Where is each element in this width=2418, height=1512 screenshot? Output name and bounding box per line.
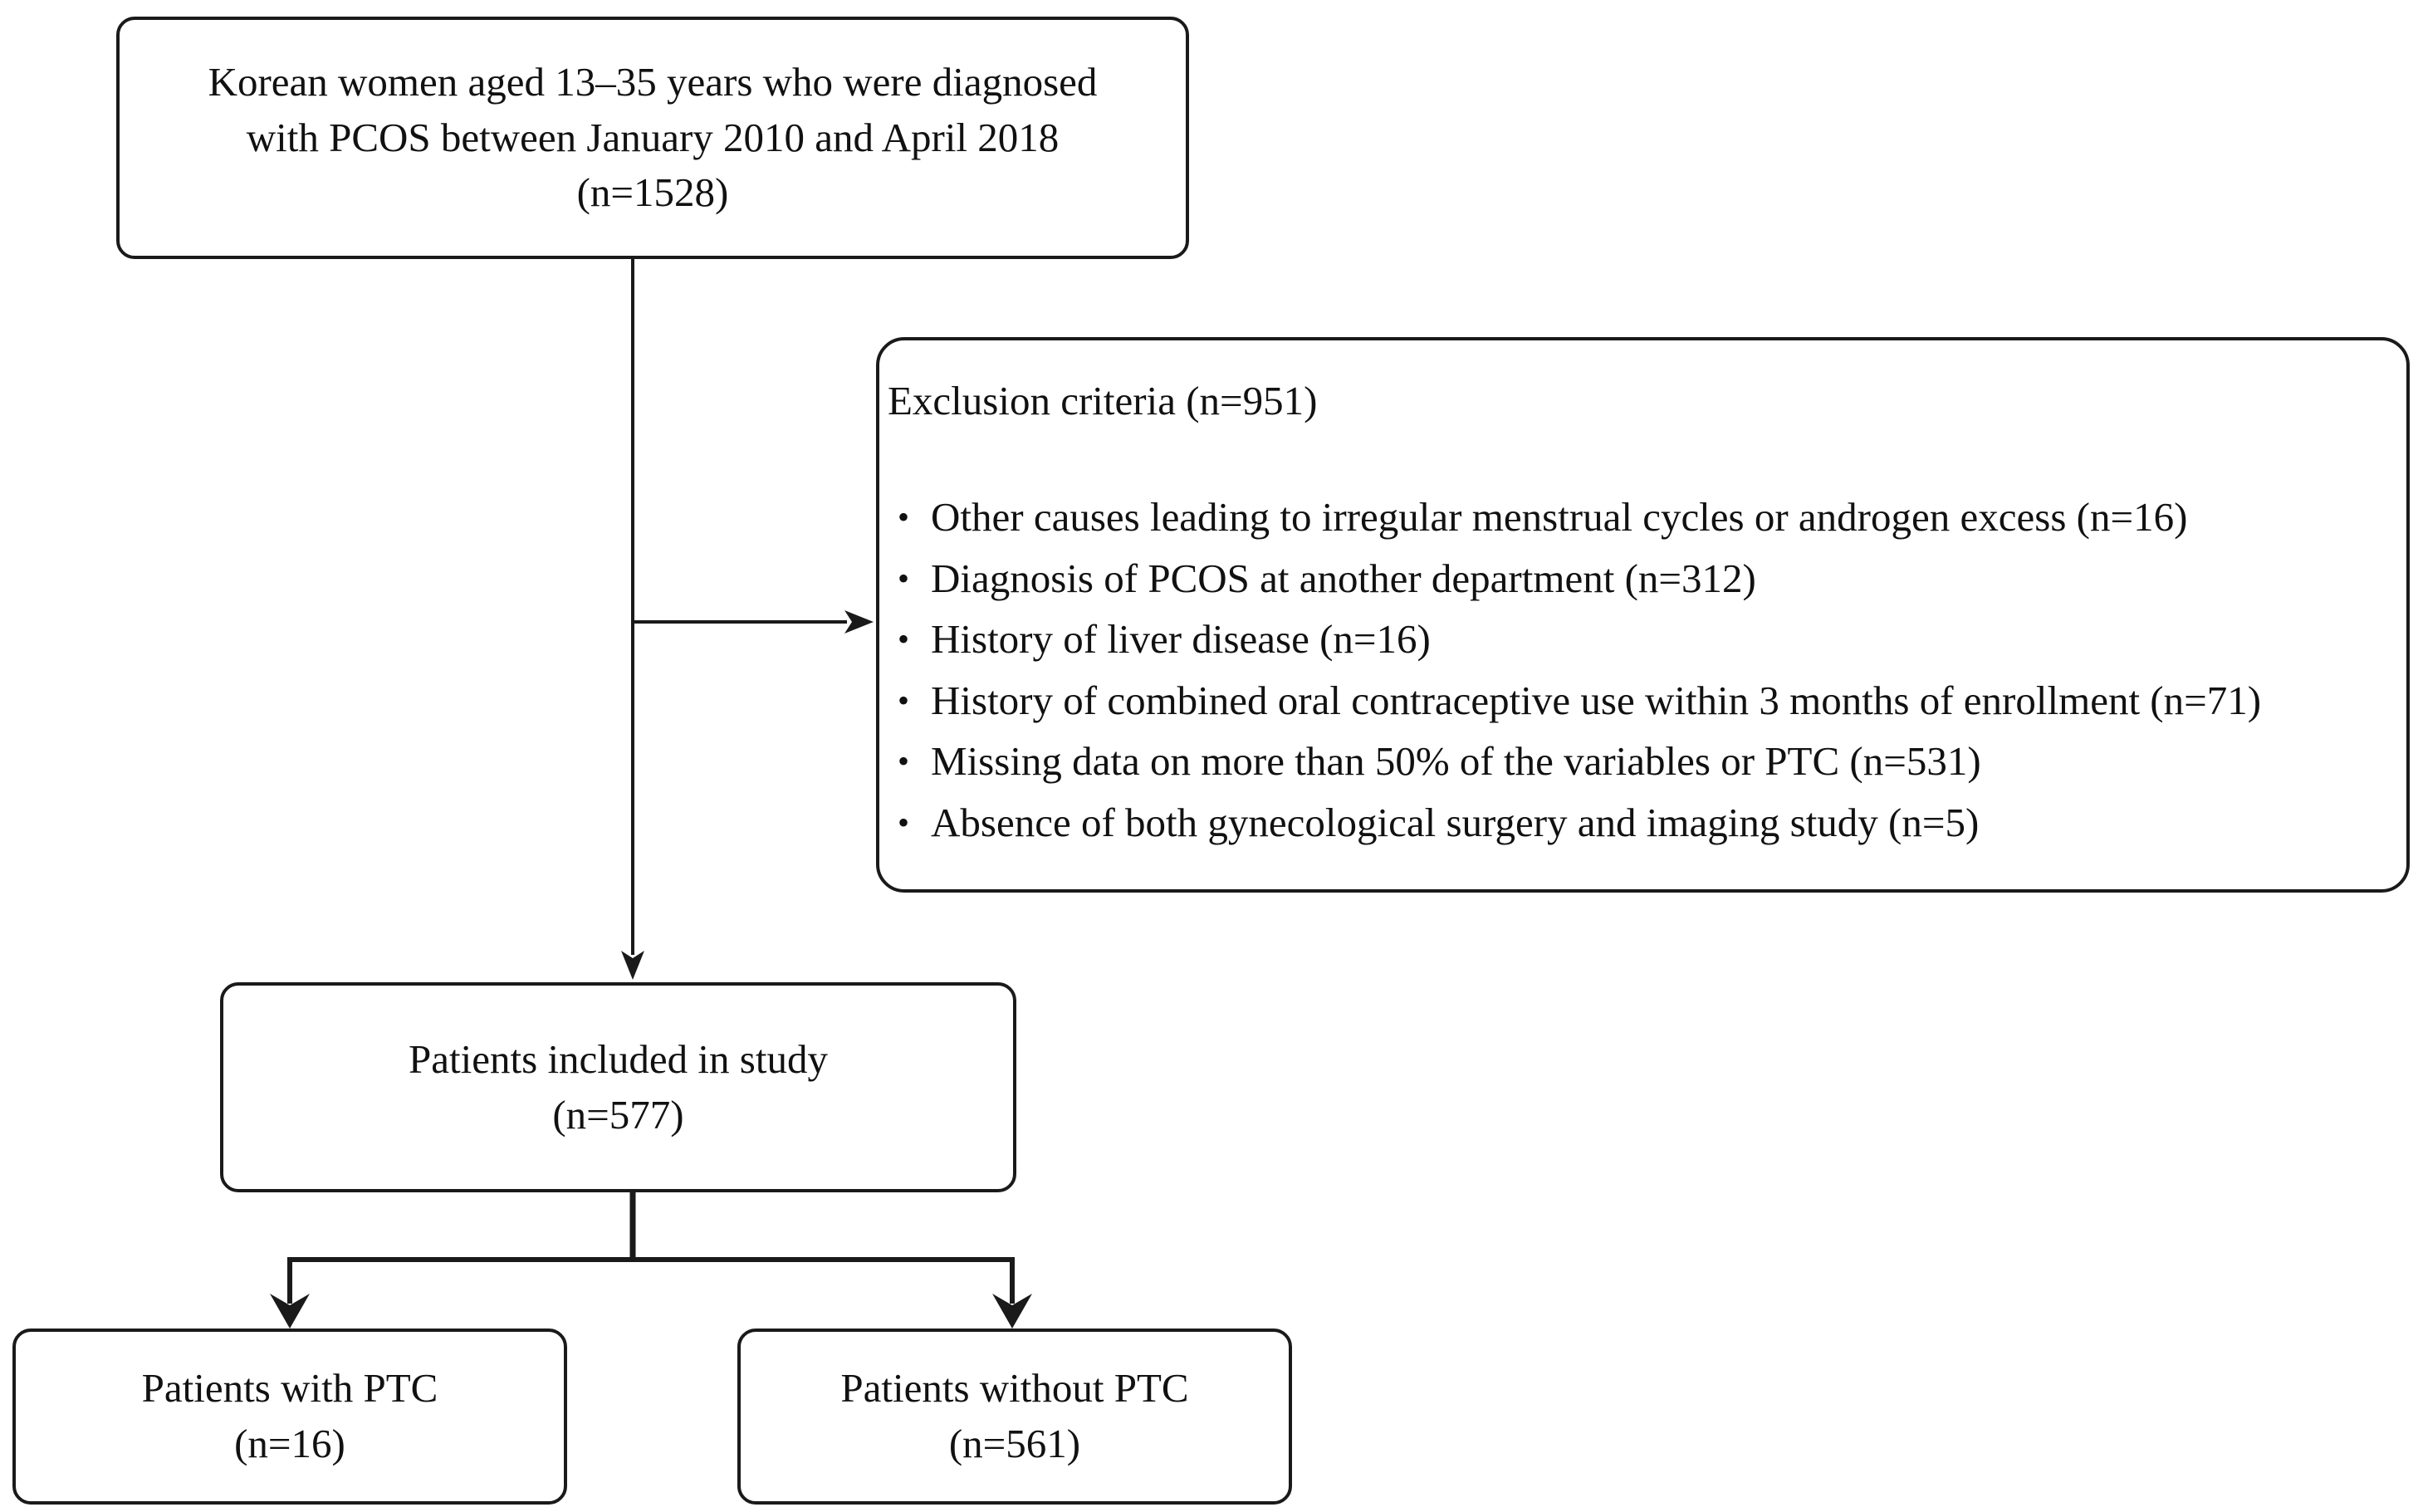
patients-with-ptc-count: (n=16) <box>234 1421 345 1466</box>
patients-without-ptc-box: Patients without PTC (n=561) <box>737 1329 1292 1505</box>
included-patients-box: Patients included in study (n=577) <box>220 982 1016 1192</box>
patients-with-ptc-box: Patients with PTC (n=16) <box>12 1329 567 1505</box>
exclusion-item-label: History of combined oral contraceptive u… <box>931 677 2262 723</box>
included-patients-label: Patients included in study <box>409 1035 828 1082</box>
initial-population-line1: Korean women aged 13–35 years who were d… <box>208 59 1098 105</box>
patients-with-ptc-label: Patients with PTC <box>141 1365 438 1412</box>
exclusion-item-label: History of liver disease (n=16) <box>931 616 1431 662</box>
patients-without-ptc-label: Patients without PTC <box>840 1365 1189 1412</box>
bullet-icon: • <box>898 498 910 536</box>
exclusion-item: • History of liver disease (n=16) <box>898 609 2261 670</box>
included-patients-count: (n=577) <box>552 1091 684 1138</box>
initial-population-count: (n=1528) <box>576 169 729 216</box>
initial-population-box: Korean women aged 13–35 years who were d… <box>116 17 1189 259</box>
arrow-to-without-ptc <box>992 1294 1032 1329</box>
initial-population-line2: with PCOS between January 2010 and April… <box>246 114 1060 160</box>
exclusion-criteria-list: • Other causes leading to irregular menst… <box>898 487 2261 853</box>
exclusion-item: • Absence of both gynecological surgery a… <box>898 792 2261 854</box>
exclusion-item: • Other causes leading to irregular menst… <box>898 487 2261 548</box>
exclusion-item-label: Diagnosis of PCOS at another department … <box>931 555 1756 601</box>
bullet-icon: • <box>898 620 910 658</box>
arrow-to-with-ptc <box>270 1294 310 1329</box>
exclusion-item: • Diagnosis of PCOS at another department… <box>898 548 2261 609</box>
bullet-icon: • <box>898 742 910 780</box>
bullet-icon: • <box>898 559 910 597</box>
exclusion-item: • History of combined oral contraceptive … <box>898 670 2261 732</box>
exclusion-item-label: Absence of both gynecological surgery an… <box>931 799 1980 845</box>
exclusion-item-label: Missing data on more than 50% of the var… <box>931 738 1981 784</box>
bullet-icon: • <box>898 681 910 719</box>
exclusion-criteria-title: Exclusion criteria (n=951) <box>888 378 1318 423</box>
arrow-to-included <box>621 951 644 980</box>
exclusion-item: • Missing data on more than 50% of the va… <box>898 731 2261 792</box>
patients-without-ptc-count: (n=561) <box>948 1421 1081 1466</box>
bullet-icon: • <box>898 803 910 841</box>
arrow-to-exclusion <box>844 610 874 634</box>
exclusion-item-label: Other causes leading to irregular menstr… <box>931 494 2188 540</box>
exclusion-criteria-box: Exclusion criteria (n=951) • Other causes… <box>876 337 2410 893</box>
